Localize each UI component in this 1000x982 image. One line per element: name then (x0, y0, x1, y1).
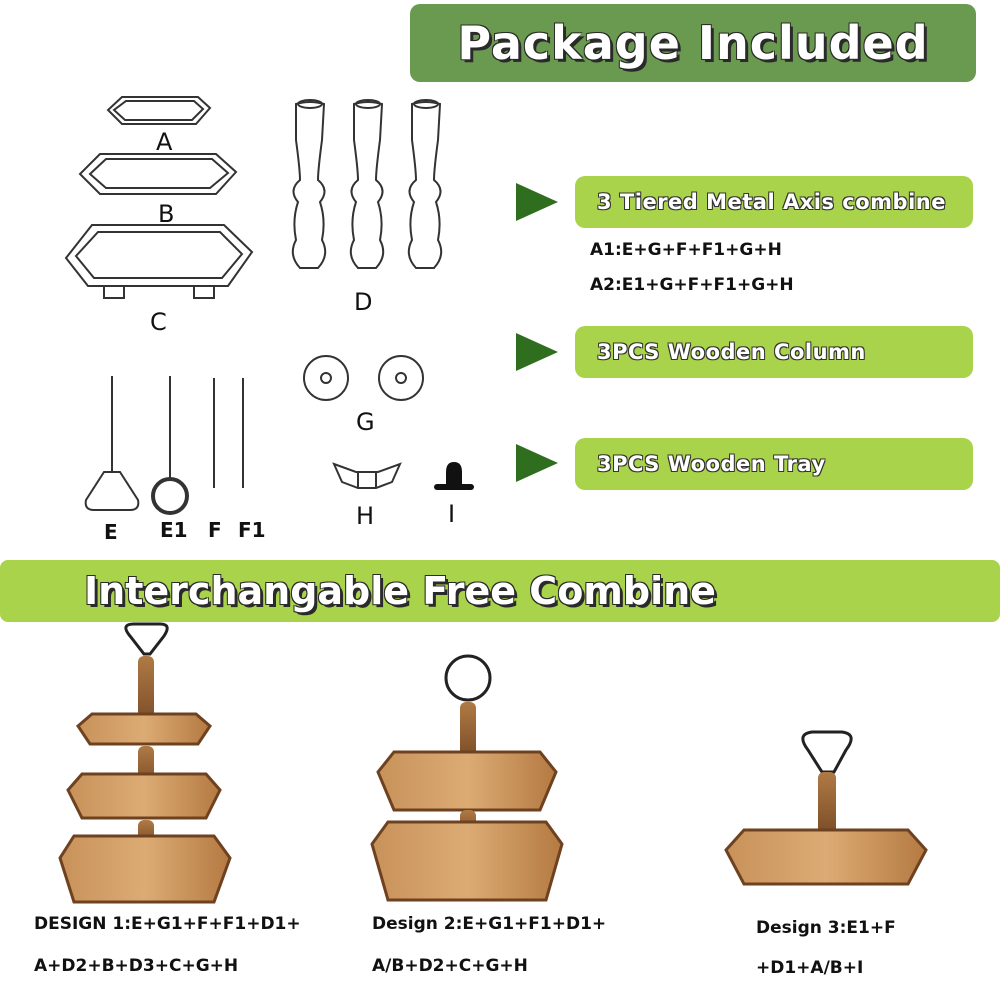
arrow-icon (516, 333, 558, 371)
label-c: C (150, 308, 167, 336)
label-a: A (156, 128, 173, 156)
feature-label: 3PCS Wooden Column (597, 340, 866, 364)
design-1-stand (58, 622, 232, 904)
feature-wooden-column: 3PCS Wooden Column (575, 326, 973, 378)
cap-i-drawing (434, 462, 474, 490)
columns-d-drawing (291, 99, 443, 269)
formula-a2: A2:E1+G+F+F1+G+H (590, 275, 794, 295)
label-e: E (104, 520, 118, 544)
design-2-line2: A/B+D2+C+G+H (372, 956, 528, 976)
label-f1: F1 (238, 518, 266, 542)
design-2-line1: Design 2:E+G1+F1+D1+ (372, 914, 607, 934)
handle-e1-drawing (151, 376, 189, 515)
label-f: F (208, 518, 222, 542)
handle-e-drawing (84, 376, 140, 511)
combine-banner: Interchangable Free Combine (0, 560, 1000, 622)
wing-nut-h-drawing (332, 462, 402, 489)
tray-a-drawing (106, 96, 212, 125)
design-1-line2: A+D2+B+D3+C+G+H (34, 956, 239, 976)
package-included-header: Package Included (410, 4, 976, 82)
washers-g-drawing (303, 355, 424, 401)
label-d: D (354, 288, 373, 316)
design-3-line1: Design 3:E1+F (756, 918, 896, 938)
label-g: G (356, 408, 375, 436)
design-3-line2: +D1+A/B+I (756, 958, 864, 978)
feature-label: 3PCS Wooden Tray (597, 452, 826, 476)
formula-a1: A1:E+G+F+F1+G+H (590, 240, 782, 260)
arrow-icon (516, 444, 558, 482)
parts-diagram (64, 96, 474, 515)
feature-label: 3 Tiered Metal Axis combine (597, 190, 946, 214)
tray-b-drawing (78, 153, 238, 195)
feature-metal-axis: 3 Tiered Metal Axis combine (575, 176, 973, 228)
label-h: H (356, 502, 375, 530)
banner-title: Interchangable Free Combine (84, 569, 716, 613)
label-e1: E1 (160, 518, 188, 542)
product-illustrations (58, 622, 928, 904)
tray-c-drawing (64, 224, 254, 299)
arrow-icon (516, 183, 558, 221)
label-i: I (448, 500, 456, 528)
design-1-line1: DESIGN 1:E+G1+F+F1+D1+ (34, 914, 301, 934)
feature-wooden-tray: 3PCS Wooden Tray (575, 438, 973, 490)
design-3-stand (724, 730, 928, 886)
design-2-stand (370, 654, 564, 902)
header-title: Package Included (457, 16, 929, 70)
label-b: B (158, 200, 175, 228)
